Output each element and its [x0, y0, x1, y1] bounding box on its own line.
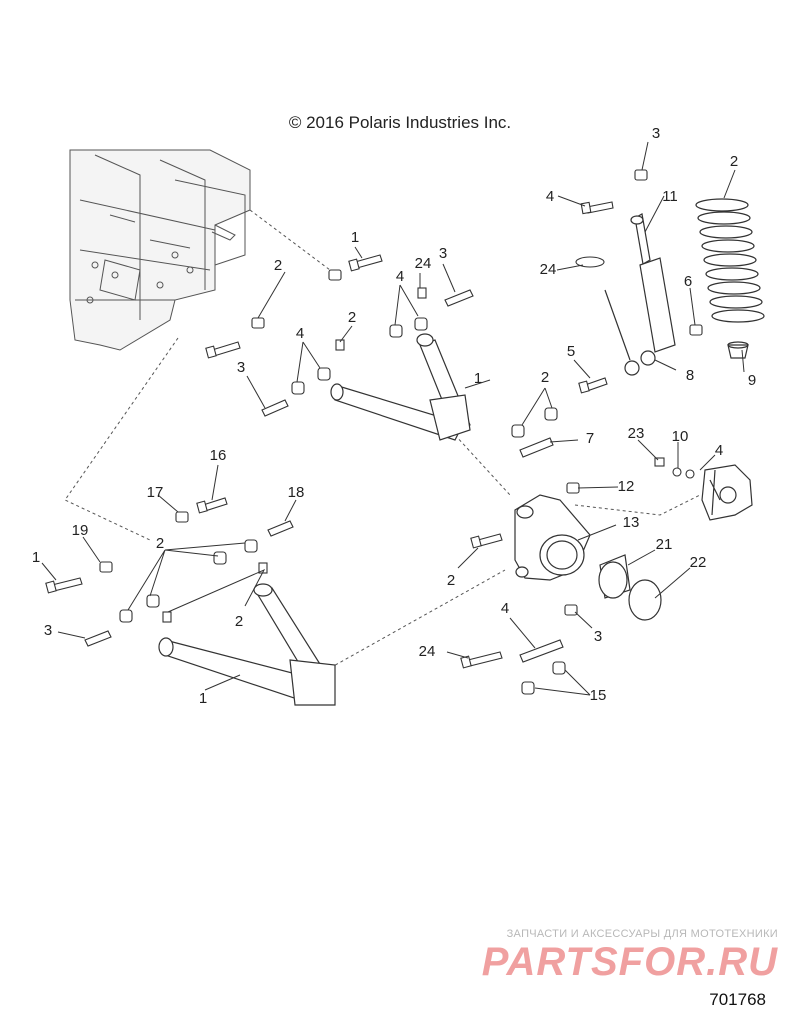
callout-13: 13: [623, 514, 640, 531]
callout-2: 2: [541, 369, 549, 386]
callout-4: 4: [715, 442, 723, 459]
document-number: 701768: [709, 990, 766, 1009]
callout-12: 12: [618, 478, 635, 495]
frame-section: [69, 149, 251, 351]
callout-4: 4: [296, 325, 304, 342]
callout-15: 15: [590, 687, 607, 704]
callout-2: 2: [730, 153, 738, 170]
copyright-notice: © 2016 Polaris Industries Inc.: [288, 113, 512, 132]
dashed-leader-lines: [64, 209, 701, 669]
callout-2: 2: [156, 535, 164, 552]
callout-3: 3: [652, 125, 660, 142]
callout-5: 5: [567, 343, 575, 360]
callout-11: 11: [662, 188, 678, 205]
lower-a-arm: [158, 583, 336, 706]
callout-24: 24: [415, 255, 432, 272]
callout-18: 18: [288, 484, 305, 501]
coil-spring: [695, 198, 765, 359]
callout-4: 4: [501, 600, 509, 617]
callout-16: 16: [210, 447, 227, 464]
callout-8: 8: [686, 367, 694, 384]
callout-21: 21: [656, 536, 673, 553]
callout-3: 3: [44, 622, 52, 639]
callout-24: 24: [540, 261, 557, 278]
callout-3: 3: [439, 245, 447, 262]
watermark-logo: PARTSFOR.RU: [481, 940, 778, 984]
callout-23: 23: [628, 425, 645, 442]
shock-absorber: [604, 213, 676, 376]
callout-7: 7: [586, 430, 594, 447]
callout-1: 1: [199, 690, 207, 707]
callout-2: 2: [235, 613, 243, 630]
callout-1: 1: [351, 229, 359, 246]
callout-6: 6: [684, 273, 692, 290]
brake-caliper: [701, 464, 753, 521]
upper-a-arm: [330, 333, 471, 441]
callout-1: 1: [32, 549, 40, 566]
callout-1: 1: [474, 370, 482, 387]
callout-3: 3: [237, 359, 245, 376]
callout-9: 9: [748, 372, 756, 389]
callout-10: 10: [672, 428, 689, 445]
callout-leaders: [41, 141, 745, 696]
callout-2: 2: [274, 257, 282, 274]
watermark-tagline: ЗАПЧАСТИ И АКСЕССУАРЫ ДЛЯ МОТОТЕХНИКИ: [506, 928, 778, 940]
knuckle-bearing: [514, 494, 662, 621]
callout-24: 24: [419, 643, 436, 660]
callout-4: 4: [546, 188, 554, 205]
callout-22: 22: [690, 554, 707, 571]
callout-4: 4: [396, 268, 404, 285]
callout-3: 3: [594, 628, 602, 645]
hardware-parts: [45, 169, 703, 695]
callout-2: 2: [348, 309, 356, 326]
callout-2: 2: [447, 572, 455, 589]
callout-17: 17: [147, 484, 164, 501]
callout-19: 19: [72, 522, 89, 539]
